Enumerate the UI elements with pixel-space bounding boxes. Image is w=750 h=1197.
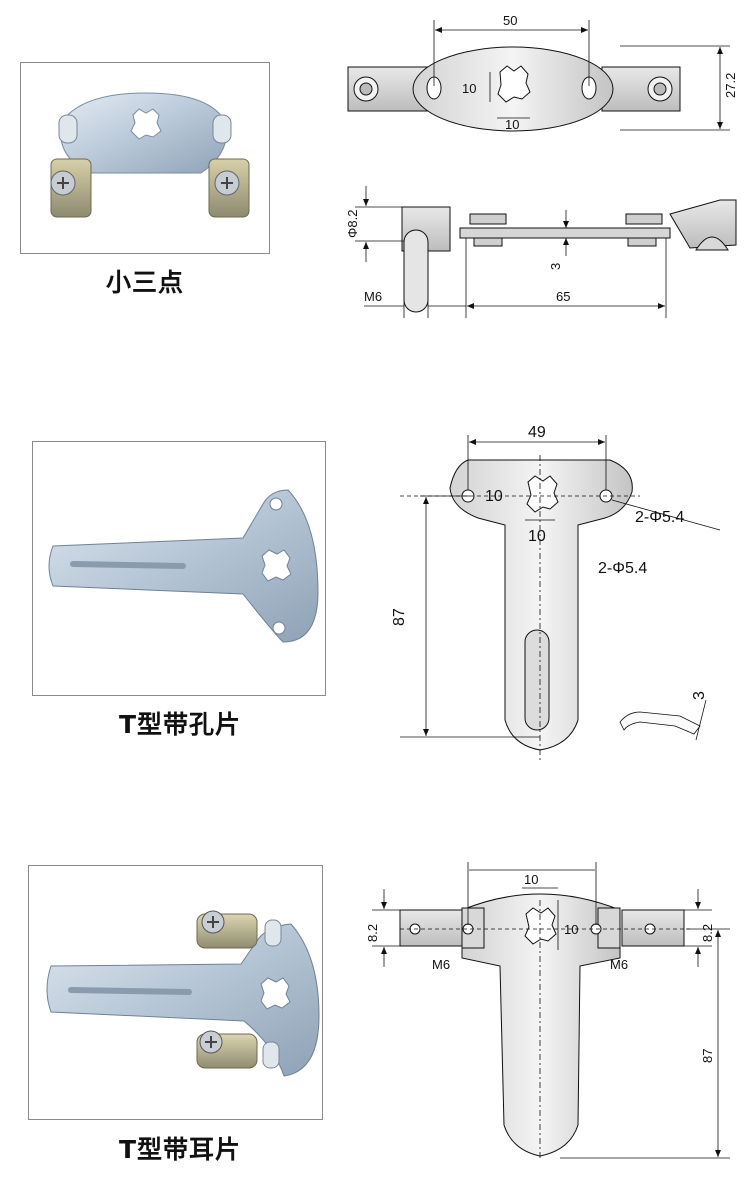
product-1-top-view bbox=[347, 46, 681, 132]
p3-dim-height: 87 bbox=[700, 1049, 715, 1063]
product-3-caption: T型带耳片 bbox=[118, 1135, 242, 1164]
product-1-caption: 小三点 bbox=[105, 268, 184, 297]
p2-dim-width: 49 bbox=[528, 424, 546, 441]
p1-dim-length: 65 bbox=[556, 289, 570, 304]
product-3-drawing bbox=[399, 893, 685, 1157]
product-3-photo bbox=[28, 865, 323, 1120]
p3-dim-ear-h-left: 8.2 bbox=[365, 924, 380, 942]
p3-dim-star-h: 10 bbox=[564, 922, 578, 937]
product-2-photo bbox=[32, 441, 326, 696]
product-2-drawing bbox=[449, 459, 633, 751]
p3-dim-ear-h-right: 8.2 bbox=[700, 924, 715, 942]
p2-dim-star-w: 10 bbox=[485, 488, 503, 505]
p1-dim-thickness: 3 bbox=[548, 263, 563, 270]
p3-dim-thread-right: M6 bbox=[610, 957, 628, 972]
p1-dim-pin-dia: Φ8.2 bbox=[345, 210, 360, 238]
p1-dim-height: 27.2 bbox=[723, 73, 738, 98]
p3-dim-star-w: 10 bbox=[524, 872, 538, 887]
p2-dim-thickness: 3 bbox=[691, 691, 708, 700]
p2-hole-callout-2: 2-Φ5.4 bbox=[598, 560, 647, 577]
product-1-side-dims bbox=[355, 186, 667, 318]
product-1-photo bbox=[20, 62, 270, 254]
p2-hole-callout-1: 2-Φ5.4 bbox=[635, 509, 684, 526]
p3-dim-thread-left: M6 bbox=[432, 957, 450, 972]
p1-dim-thread: M6 bbox=[364, 289, 382, 304]
product-2-caption: T型带孔片 bbox=[118, 710, 242, 739]
p2-dim-height: 87 bbox=[391, 608, 408, 626]
product-1-top-dims bbox=[433, 20, 730, 131]
p2-dim-star-h: 10 bbox=[528, 528, 546, 545]
p1-dim-star-h: 10 bbox=[505, 117, 519, 132]
product-3-dims bbox=[372, 862, 730, 1160]
p1-dim-width: 50 bbox=[503, 13, 517, 28]
product-1-side-view bbox=[401, 199, 737, 313]
product-2-dims bbox=[400, 435, 721, 760]
p1-dim-star-w: 10 bbox=[462, 81, 476, 96]
